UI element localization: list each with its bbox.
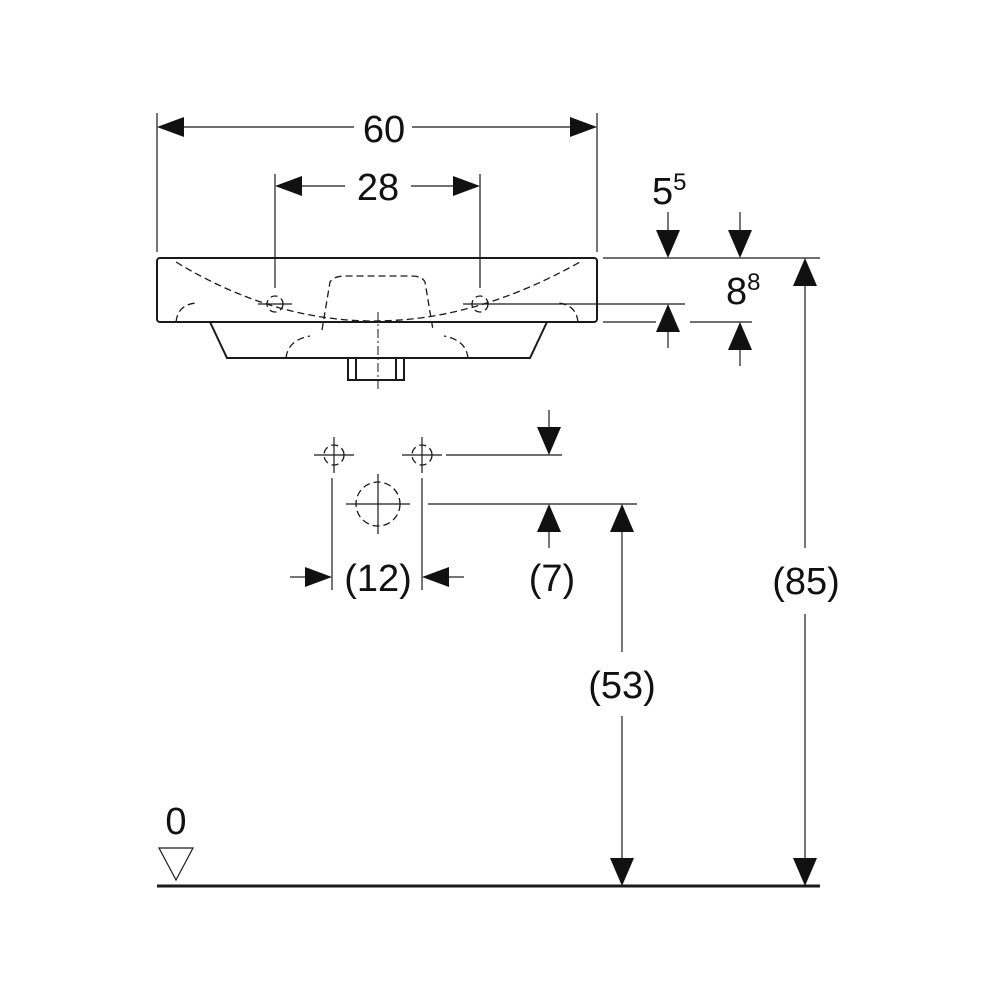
dimension-60-label: 60 bbox=[363, 109, 405, 151]
dimension-rim-level-height: (85) bbox=[772, 258, 840, 886]
supply-point-right bbox=[402, 437, 562, 473]
tap-hole-right bbox=[463, 174, 685, 313]
arrow-down-icon bbox=[537, 427, 561, 455]
dimension-drain-height: (53) bbox=[588, 504, 656, 886]
arrow-up-icon bbox=[610, 504, 634, 532]
basin-rim bbox=[156, 257, 598, 323]
dimension-8-8-label: 88 bbox=[726, 269, 761, 313]
dimension-28-label: 28 bbox=[357, 167, 399, 209]
arrow-right-icon bbox=[570, 117, 597, 137]
arrow-down-icon bbox=[793, 858, 817, 886]
supply-point-left bbox=[314, 437, 354, 473]
dimension-tap-spacing: 28 bbox=[275, 167, 480, 209]
dimension-85-label: (85) bbox=[772, 561, 840, 603]
level-marker-icon bbox=[158, 847, 194, 882]
drain-outlet bbox=[347, 358, 405, 381]
arrow-down-icon bbox=[656, 230, 680, 258]
arrow-left-icon bbox=[157, 117, 184, 137]
arrow-right-icon bbox=[305, 567, 332, 587]
tap-hole-left bbox=[258, 174, 292, 313]
bowl-hidden-contour bbox=[175, 261, 581, 322]
arrow-left-icon bbox=[275, 176, 302, 196]
wall-connection-points bbox=[314, 437, 637, 534]
dimension-12-label: (12) bbox=[344, 558, 412, 600]
rim-hidden-edges bbox=[175, 302, 579, 323]
dimension-5-5-label: 55 bbox=[652, 169, 687, 213]
arrow-up-icon bbox=[537, 504, 561, 532]
bowl-lower-hidden bbox=[285, 335, 469, 359]
dimension-7-label: (7) bbox=[529, 558, 575, 600]
dimension-total-width: 60 bbox=[156, 109, 598, 252]
arrow-down-icon bbox=[728, 230, 752, 258]
dimension-connection-offset: (7) bbox=[529, 410, 575, 600]
arrow-up-icon bbox=[728, 322, 752, 350]
dimension-53-label: (53) bbox=[588, 665, 656, 707]
washbasin-front-view bbox=[156, 174, 685, 392]
overflow-hidden-contour bbox=[321, 275, 434, 331]
arrow-left-icon bbox=[422, 567, 449, 587]
floor-level: 0 bbox=[157, 801, 820, 888]
floor-level-label: 0 bbox=[165, 801, 186, 843]
dimension-connection-spacing: (12) bbox=[290, 478, 464, 600]
drain-point bbox=[346, 474, 637, 534]
arrow-down-icon bbox=[610, 858, 634, 886]
arrow-up-icon bbox=[793, 258, 817, 286]
arrow-right-icon bbox=[453, 176, 480, 196]
dimension-rim-details: 55 88 bbox=[603, 169, 820, 366]
arrow-up-icon bbox=[656, 304, 680, 332]
